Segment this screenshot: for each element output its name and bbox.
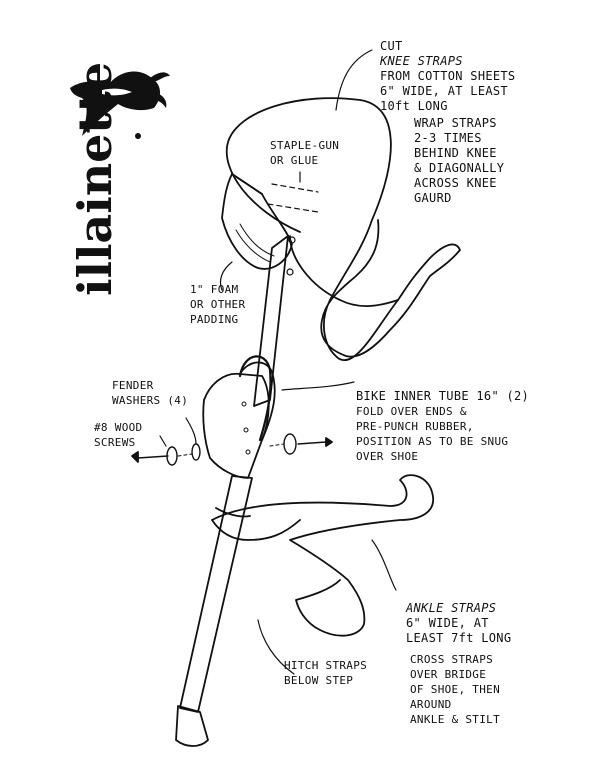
inner-tube-title: BIKE INNER TUBE 16" (2): [356, 389, 530, 403]
right-screw: [297, 441, 327, 445]
cross-straps-label: CROSS STRAPS OVER BRIDGE OF SHOE, THEN A…: [410, 653, 500, 726]
right-washer: [283, 433, 297, 455]
foam-label: 1" FOAM OR OTHER PADDING: [190, 283, 246, 326]
inner-tube: [238, 355, 272, 442]
ankle-straps-detail: 6" WIDE, AT LEAST 7ft LONG: [406, 616, 512, 645]
left-washer-1: [166, 446, 178, 466]
left-washer-2: [191, 443, 201, 461]
hitch-straps-label: HITCH STRAPS BELOW STEP: [284, 659, 368, 687]
knee-straps-cut: CUT: [380, 39, 403, 53]
inner-tube-label: BIKE INNER TUBE 16" (2) FOLD OVER ENDS &…: [356, 374, 596, 479]
inner-tube-detail: FOLD OVER ENDS & PRE-PUNCH RUBBER, POSIT…: [356, 405, 509, 463]
lower-pole: [179, 475, 253, 713]
wood-screws-label: #8 WOOD SCREWS: [94, 421, 143, 449]
knee-straps-label: CUT KNEE STRAPS FROM COTTON SHEETS 6" WI…: [380, 24, 590, 114]
ankle-strap: [211, 474, 435, 637]
ankle-straps-title: ANKLE STRAPS: [406, 601, 497, 615]
knee-straps-detail: FROM COTTON SHEETS 6" WIDE, AT LEAST 10f…: [380, 69, 516, 113]
knee-straps-title: KNEE STRAPS: [380, 54, 463, 68]
knee-pad: [221, 173, 293, 270]
ankle-straps-label: ANKLE STRAPS 6" WIDE, AT LEAST 7ft LONG: [406, 586, 586, 661]
fender-washers-label: FENDER WASHERS (4): [112, 379, 189, 407]
foot-cap: [175, 705, 209, 747]
wrap-straps-label: WRAP STRAPS 2-3 TIMES BEHIND KNEE & DIAG…: [414, 116, 505, 205]
left-screw: [137, 455, 169, 459]
logo-mask-icon: [70, 71, 170, 139]
staple-gun-label: STAPLE-GUN OR GLUE: [270, 139, 340, 167]
